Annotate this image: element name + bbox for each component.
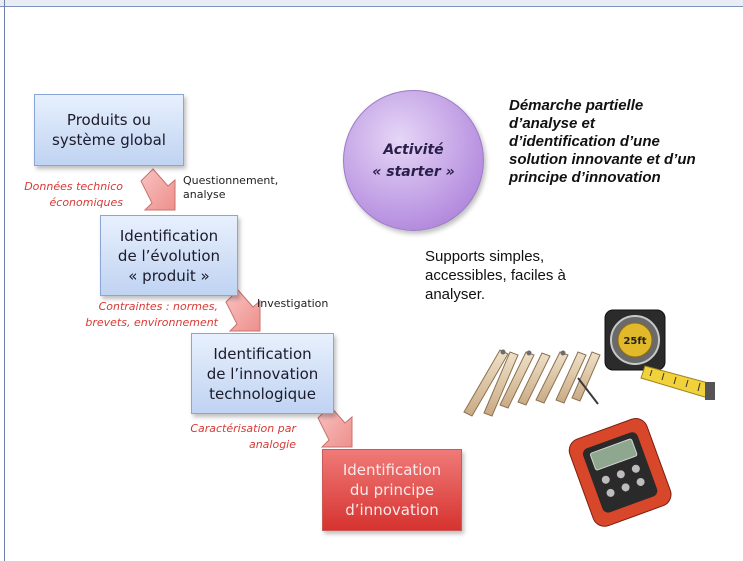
flow-arrow-2 [225,289,261,332]
slide-top-border [0,0,743,7]
label-contraintes: Contraintes : normes, brevets, environne… [85,300,218,329]
tape-display-text: 25ft [623,336,646,347]
label-caracterisation: Caractérisation par analogie [190,422,296,451]
slide-left-border [4,0,5,561]
folding-ruler-image [463,349,601,417]
box-evolution: Identification de l’évolution « produit … [100,215,238,296]
supports-text: Supports simples, accessibles, faciles à… [425,248,566,303]
label-questionnement: Questionnement, analyse [183,174,279,201]
label-donnees: Données technico économiques [24,180,123,209]
activite-circle: Activité « starter » [343,90,484,231]
page-title: Démarche partielle d’analyse et d’identi… [509,97,696,186]
flow-arrow-1 [140,168,176,211]
box-innovation-text: Identification de l’innovation technolog… [206,344,319,403]
box-produits-text: Produits ou système global [52,111,166,149]
box-principe: Identification du principe d’innovation [322,449,462,531]
box-innovation: Identification de l’innovation technolog… [191,333,334,414]
label-investigation: Investigation [257,297,329,310]
box-produits: Produits ou système global [34,94,184,166]
laser-meter-image [568,418,672,527]
box-principe-text: Identification du principe d’innovation [342,461,442,519]
activite-text: Activité « starter » [372,141,455,180]
box-evolution-text: Identification de l’évolution « produit … [117,226,221,285]
tape-measure-image: 25ft [604,309,715,400]
